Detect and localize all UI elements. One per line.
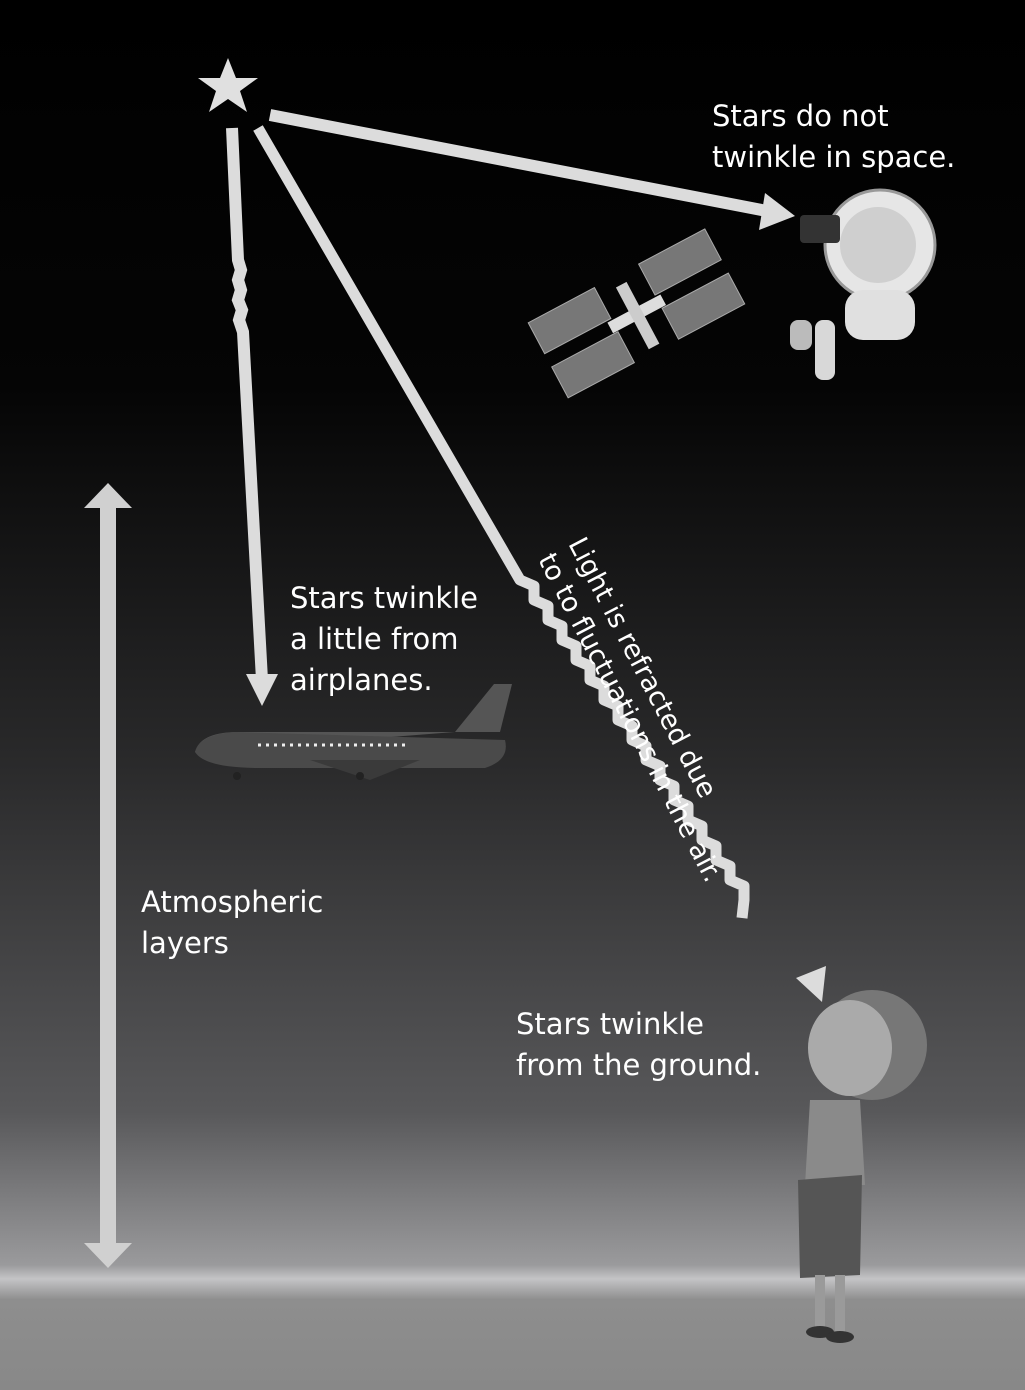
label-ground: Stars twinkle from the ground.	[516, 1007, 762, 1082]
label-atmosphere: Atmospheric layers	[141, 885, 324, 960]
woman-illustration	[798, 990, 927, 1343]
star-icon	[198, 58, 258, 112]
label-space: Stars do not twinkle in space.	[712, 99, 956, 174]
airplane-illustration	[195, 684, 512, 780]
label-airplane: Stars twinkle a little from airplanes.	[290, 581, 479, 697]
space-station-illustration	[527, 228, 746, 399]
arrow-to-space	[268, 109, 795, 230]
atmosphere-double-arrow	[84, 483, 132, 1268]
arrow-to-ground	[253, 125, 826, 1002]
astronaut-illustration	[790, 188, 937, 380]
arrow-to-airplane	[226, 127, 278, 706]
